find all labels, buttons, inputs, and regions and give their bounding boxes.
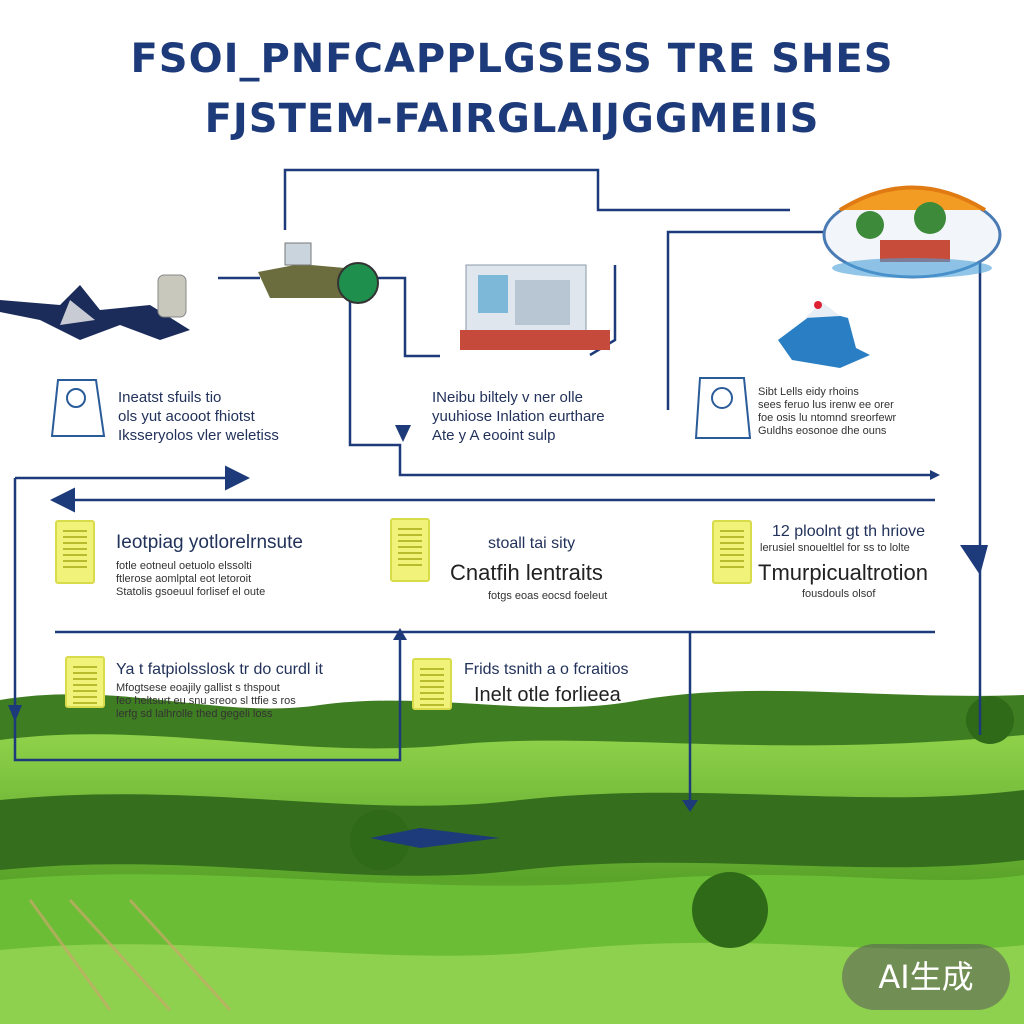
note-top-right: Sibt Lells eidy rhoins sees feruo lus ir… — [758, 386, 897, 437]
title-line-2: FJSTEM-FAIRGLAIJGGMEIIS — [204, 96, 820, 142]
person-icons — [50, 377, 752, 439]
row1-item2-top: stoall tai sity — [488, 535, 576, 552]
document-icon — [712, 520, 752, 584]
transport-illustration — [778, 301, 870, 368]
drone-illustration — [0, 274, 190, 340]
flow-lines — [13, 168, 982, 805]
row2-item2-title: Inelt otle forlieea — [474, 684, 621, 706]
title-line-1: FSOI_PNFCAPPLGSESS TRE SHES — [130, 36, 894, 82]
document-icon — [412, 658, 452, 710]
document-icon — [390, 518, 430, 582]
document-icon — [55, 520, 95, 584]
row1-item1-text: fotle eotneul oetuolo elssolti ftlerose … — [116, 560, 266, 598]
factory-illustration — [460, 264, 610, 350]
ai-generated-badge: AI生成 — [842, 944, 1010, 1010]
row1-item2-bottom: fotgs eoas eocsd foeleut — [488, 590, 608, 602]
market-illustration — [822, 185, 1002, 279]
landscape-background — [0, 690, 1024, 1024]
row1-item3-small: lerusiel snoueltlel for ss to lolte — [760, 542, 910, 554]
row2-item1-text: Mfogtsese eoajily gallist s thspout feo … — [116, 682, 296, 720]
document-icon — [65, 656, 105, 708]
row1-item2-title: Cnatfih lentraits — [450, 560, 603, 585]
row1-item3-top: 12 ploolnt gt th hriove — [772, 523, 925, 540]
note-top-center: INeibu biltely v ner olle yuuhiose Inlat… — [432, 389, 605, 444]
row2-item1-title: Ya t fatpiolsslosk tr do curdl it — [116, 661, 323, 678]
row2-item2-top: Frids tsnith a o fcraitios — [464, 661, 629, 678]
row1-item3-bottom: fousdouls olsof — [802, 588, 876, 600]
row1-item3-title: Tmurpicualtrotion — [758, 560, 928, 585]
row1-item1-title: Ieotpiag yotlorelrnsute — [116, 532, 303, 553]
harvester-illustration — [258, 242, 379, 304]
note-top-left: Ineatst sfuils tio ols yut acooot fhiots… — [118, 389, 279, 444]
